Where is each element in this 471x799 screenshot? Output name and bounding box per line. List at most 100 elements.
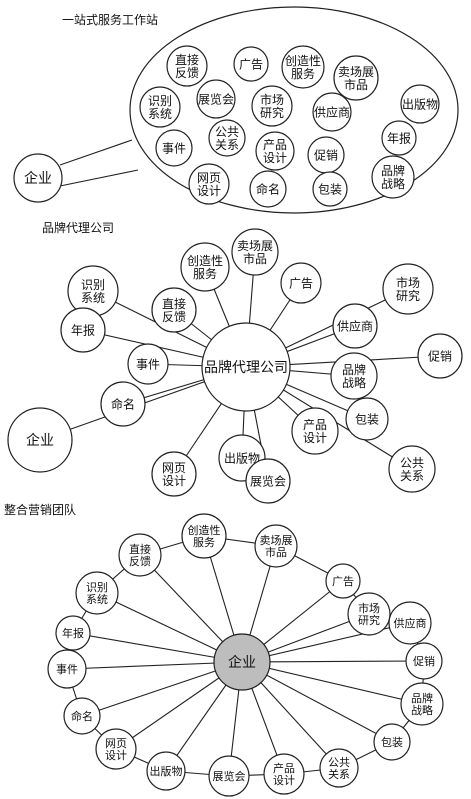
panel3-node-label-gongying: 供应商 <box>394 616 427 630</box>
panel1-node-label-gonggong: 关系 <box>215 138 239 152</box>
panel1-node-circle-nianbao <box>381 120 417 156</box>
panel3-node-circle-shichang <box>347 592 391 636</box>
panel3-spoke-shijian <box>66 661 243 670</box>
panel3-node-label-wangye: 设计 <box>105 749 127 762</box>
panel3-node-label-chanpin: 产品 <box>273 761 295 775</box>
panel2-nodes: 创造性服务卖场展市品市场研究识别系统直接反馈广告供应商年报促销事件品牌战略命名包… <box>7 228 463 504</box>
panel3-node-label-chuangzao: 服务 <box>193 536 215 549</box>
panel3-node-shijian: 事件 <box>47 649 87 689</box>
panel3-node-label-guanggao: 广告 <box>332 575 354 588</box>
panel3-node-baozhuang: 包装 <box>373 723 411 761</box>
panel1-node-circle-mingming <box>249 170 287 208</box>
panel2-node-label-wangye: 网页 <box>162 461 186 475</box>
panel2-node-label-chanpin: 设计 <box>303 431 327 445</box>
panel1-enterprise-label: 企业 <box>24 170 52 187</box>
panel2-node-label-baozhuang: 包装 <box>355 412 379 426</box>
panel3-node-label-zhijie: 直接 <box>129 542 151 556</box>
panel1-node-label-gonggong: 公共 <box>215 125 239 139</box>
panel3-title: 整合营销团队 <box>4 502 76 517</box>
panel2-node-label-shibie: 系统 <box>81 291 105 305</box>
panel1-node-label-wangye: 网页 <box>197 171 221 185</box>
panel1-node-circle-shichang <box>251 85 293 127</box>
panel3-node-cuxiao: 促销 <box>405 642 443 680</box>
panel2-node-mingming: 命名 <box>100 381 146 427</box>
panel1-node-label-shibie: 系统 <box>148 107 172 121</box>
panel2-node-label-shijian: 事件 <box>136 357 160 371</box>
panel1-node-gongying: 供应商 <box>312 92 352 132</box>
panel2-node-circle-gonggong <box>388 445 436 493</box>
panel2-node-label-shichang: 研究 <box>396 288 420 303</box>
panel2-node-label-pinpai: 品牌 <box>342 363 366 377</box>
panel2-node-label-zhanlan: 展览会 <box>250 473 286 488</box>
panel1-node-guanggao: 广告 <box>233 46 269 82</box>
panel2-node-circle-chuangzao <box>180 242 230 292</box>
panel2-node-label-nianbao: 年报 <box>71 322 95 337</box>
panel1-node-label-shichang: 市场 <box>260 92 284 107</box>
panel2-node-label-gongying: 供应商 <box>337 318 373 333</box>
panel3-node-mingming: 命名 <box>63 697 101 735</box>
panel3-center-circle <box>213 633 271 691</box>
panel3-node-circle-shibie <box>75 571 119 615</box>
panel1-node-circle-gongying <box>312 92 352 132</box>
panel3-node-label-shichang: 研究 <box>358 613 380 627</box>
panel1-node-circle-pinpai <box>371 155 415 199</box>
panel-one-stop: 一站式服务工作站 企业 直接反馈广告创造性服务卖场展市品识别系统展览会市场研究供… <box>13 6 459 214</box>
panel1-node-label-pinpai: 品牌 <box>381 164 405 178</box>
panel1-node-nianbao: 年报 <box>381 120 417 156</box>
panel2-node-label-maichang: 卖场展 <box>237 239 273 253</box>
panel3-node-chuban: 出版物 <box>146 751 186 791</box>
panel2-node-baozhuang: 包装 <box>345 397 389 441</box>
panel1-node-label-pinpai: 战略 <box>381 176 405 191</box>
panel1-node-zhanlan: 展览会 <box>196 79 236 119</box>
panel2-node-label-shibie: 识别 <box>81 278 105 292</box>
panel1-node-label-maichang: 市品 <box>344 77 368 92</box>
panel1-node-circle-gonggong <box>208 119 246 157</box>
panel3-node-circle-shijian <box>47 649 87 689</box>
panel3-node-circle-zhijie <box>118 533 162 577</box>
panel1-node-label-maichang: 卖场展 <box>338 65 374 79</box>
panel1-node-label-wangye: 设计 <box>197 184 221 198</box>
panel1-enterprise-circle <box>13 153 63 203</box>
panel2-node-nianbao: 年报 <box>60 307 106 353</box>
panel3-node-circle-chuangzao <box>181 513 227 559</box>
panel3-node-label-zhijie: 反馈 <box>129 555 151 568</box>
panel3-node-circle-cuxiao <box>405 642 443 680</box>
panel3-node-label-cuxiao: 促销 <box>413 654 435 668</box>
panel1-connector-bottom <box>59 169 139 187</box>
panel2-node-circle-guanggao <box>280 262 322 304</box>
panel2-node-cuxiao: 促销 <box>417 333 463 379</box>
panel2-node-circle-cuxiao <box>417 333 463 379</box>
panel2-node-zhanlan: 展览会 <box>245 458 291 504</box>
panel1-node-label-chanpin: 设计 <box>263 151 287 165</box>
panel2-node-qiye: 企业 <box>7 407 73 473</box>
panel3-node-circle-baozhuang <box>373 723 411 761</box>
panel3-node-circle-gongying <box>388 601 432 645</box>
panel3-node-circle-maichang <box>254 524 298 568</box>
panel-brand-agency: 品牌代理公司 创造性服务卖场展市品市场研究识别系统直接反馈广告供应商年报促销事件… <box>7 221 463 504</box>
panel2-center-label: 品牌代理公司 <box>204 359 288 376</box>
panel1-node-label-chuangzao: 服务 <box>291 66 315 81</box>
panel3-node-label-shibie: 识别 <box>86 581 108 594</box>
panel1-node-circle-chuban <box>400 84 440 124</box>
panel2-node-label-chuangzao: 创造性 <box>187 254 223 268</box>
panel2-node-circle-baozhuang <box>345 397 389 441</box>
panel2-node-gongying: 供应商 <box>332 303 378 349</box>
panel1-node-label-mingming: 命名 <box>256 181 280 196</box>
panel3-nodes: 创造性服务卖场展市品直接反馈广告识别系统市场研究供应商年报事件促销品牌战略命名包… <box>47 513 444 797</box>
panel1-node-mingming: 命名 <box>249 170 287 208</box>
panel3-node-circle-chuban <box>146 751 186 791</box>
panel3-node-label-shibie: 系统 <box>86 593 108 606</box>
panel3-node-label-baozhuang: 包装 <box>381 736 403 749</box>
panel2-node-circle-chanpin <box>291 407 339 455</box>
panel2-node-circle-zhanlan <box>245 458 291 504</box>
